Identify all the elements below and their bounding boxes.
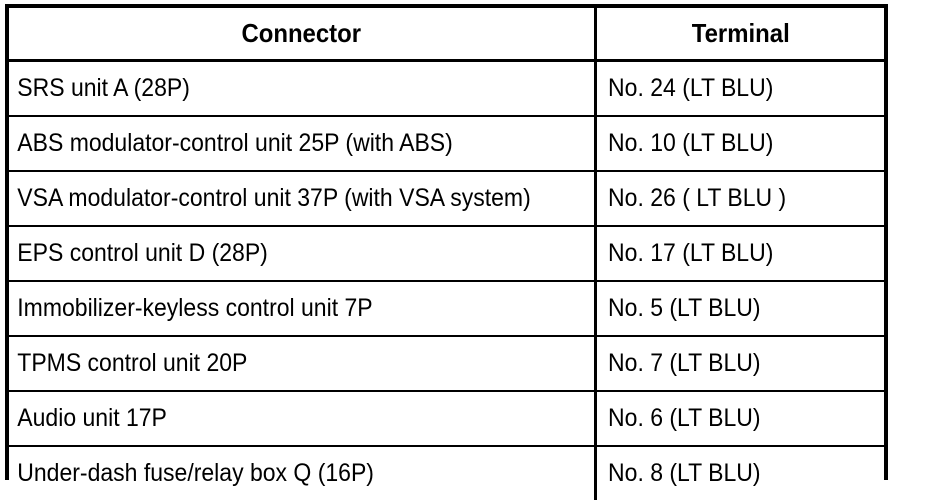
cell-terminal-text: No. 8 (LT BLU) [597,459,862,488]
column-header-terminal-label: Terminal [608,18,873,49]
data-table: Connector Terminal SRS unit A (28P) No. … [9,8,884,500]
cell-terminal-text: No. 24 (LT BLU) [597,74,862,103]
cell-connector: Audio unit 17P [9,391,595,446]
cell-connector: ABS modulator-control unit 25P (with ABS… [9,116,595,171]
cell-terminal: No. 17 (LT BLU) [595,226,884,281]
cell-connector: VSA modulator-control unit 37P (with VSA… [9,171,595,226]
table-row: Under-dash fuse/relay box Q (16P) No. 8 … [9,446,884,500]
table-body: SRS unit A (28P) No. 24 (LT BLU) ABS mod… [9,61,884,500]
table-row: TPMS control unit 20P No. 7 (LT BLU) [9,336,884,391]
cell-terminal-text: No. 17 (LT BLU) [597,239,862,268]
cell-connector: SRS unit A (28P) [9,61,595,117]
cell-terminal-text: No. 7 (LT BLU) [597,349,862,378]
cell-connector-text: Audio unit 17P [9,404,547,433]
table-row: SRS unit A (28P) No. 24 (LT BLU) [9,61,884,117]
cell-connector-text: VSA modulator-control unit 37P (with VSA… [9,184,547,213]
column-header-connector-label: Connector [32,18,570,49]
cell-connector-text: Under-dash fuse/relay box Q (16P) [9,459,547,488]
cell-terminal-text: No. 5 (LT BLU) [597,294,862,323]
cell-connector-text: ABS modulator-control unit 25P (with ABS… [9,129,547,158]
column-header-terminal: Terminal [595,8,884,61]
table-row: ABS modulator-control unit 25P (with ABS… [9,116,884,171]
table-row: Audio unit 17P No. 6 (LT BLU) [9,391,884,446]
cell-terminal-text: No. 26 ( LT BLU ) [597,184,862,213]
cell-connector-text: TPMS control unit 20P [9,349,547,378]
table-row: Immobilizer-keyless control unit 7P No. … [9,281,884,336]
table-row: VSA modulator-control unit 37P (with VSA… [9,171,884,226]
cell-terminal: No. 6 (LT BLU) [595,391,884,446]
cell-terminal: No. 5 (LT BLU) [595,281,884,336]
cell-terminal: No. 7 (LT BLU) [595,336,884,391]
cell-connector-text: EPS control unit D (28P) [9,239,547,268]
cell-terminal: No. 26 ( LT BLU ) [595,171,884,226]
cell-connector: Under-dash fuse/relay box Q (16P) [9,446,595,500]
cell-terminal: No. 24 (LT BLU) [595,61,884,117]
connector-terminal-table: Connector Terminal SRS unit A (28P) No. … [5,4,888,480]
cell-connector-text: Immobilizer-keyless control unit 7P [9,294,547,323]
table-row: EPS control unit D (28P) No. 17 (LT BLU) [9,226,884,281]
cell-connector: EPS control unit D (28P) [9,226,595,281]
cell-terminal-text: No. 10 (LT BLU) [597,129,862,158]
cell-terminal: No. 10 (LT BLU) [595,116,884,171]
table-head: Connector Terminal [9,8,884,61]
cell-connector: TPMS control unit 20P [9,336,595,391]
cell-connector-text: SRS unit A (28P) [9,74,547,103]
table-header-row: Connector Terminal [9,8,884,61]
cell-connector: Immobilizer-keyless control unit 7P [9,281,595,336]
column-header-connector: Connector [9,8,595,61]
cell-terminal: No. 8 (LT BLU) [595,446,884,500]
cell-terminal-text: No. 6 (LT BLU) [597,404,862,433]
